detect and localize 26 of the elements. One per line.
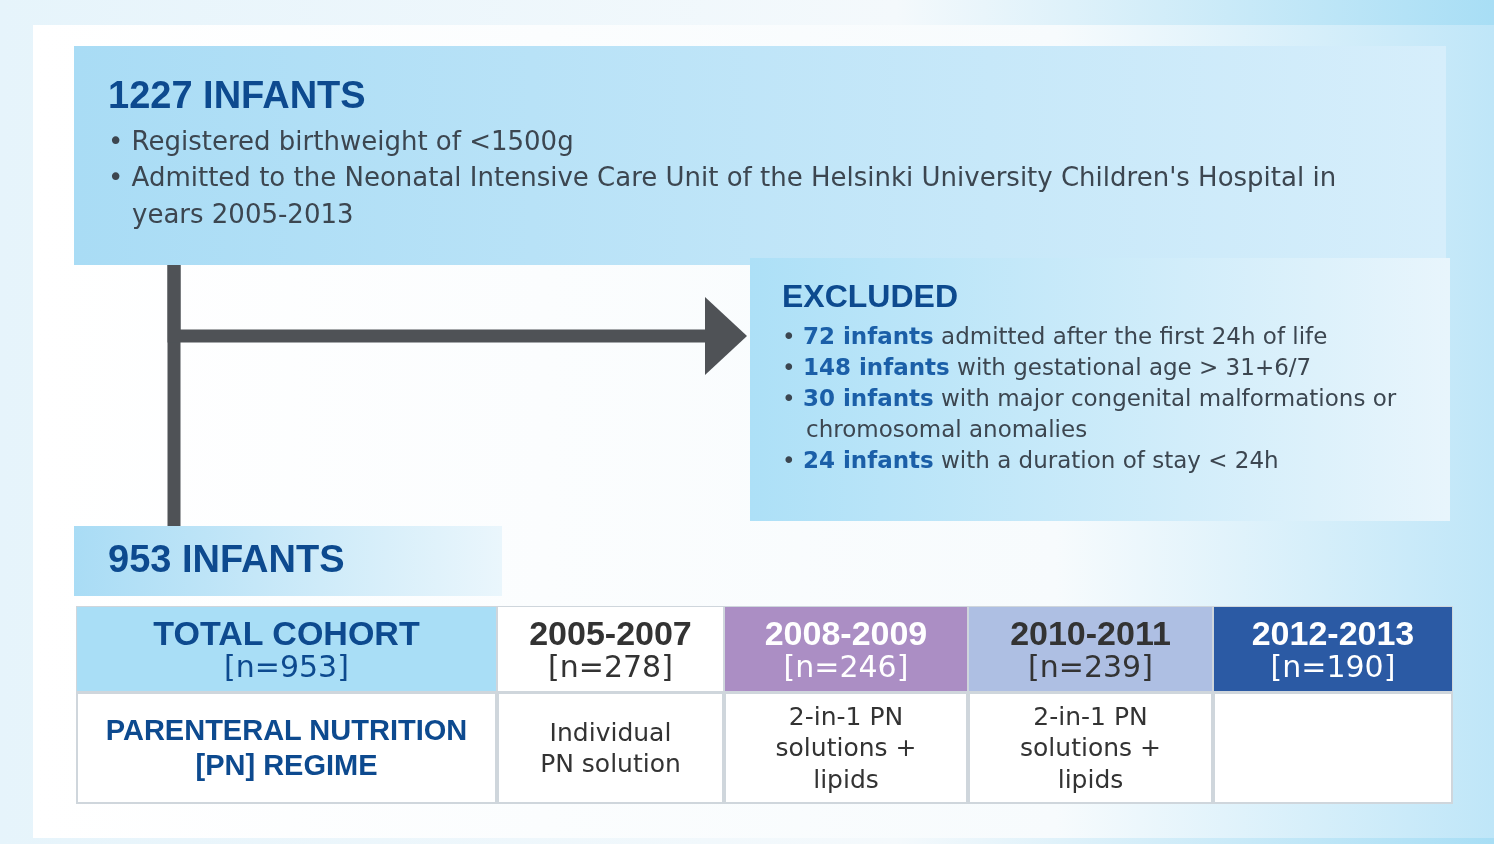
- row-heading: PARENTERAL NUTRITION [PN] REGIME: [104, 713, 469, 783]
- period-label: 2010-2011: [1010, 615, 1171, 650]
- count-label: [n=278]: [548, 649, 673, 683]
- text-panel: [750, 258, 1450, 521]
- bullet-text: • Admitted to the Neonatal Intensive Care Unit of the Helsinki University Children's Hospital in years 2005-2013: [108, 161, 1338, 231]
- arrow: [167, 265, 747, 375]
- text-panel: [74, 526, 502, 596]
- regime-text: 2-in-1 PN solutions + lipids: [1019, 701, 1162, 795]
- text-panel: [74, 46, 1446, 265]
- count-label: [n=953]: [224, 649, 349, 683]
- regime-text: 2-in-1 PN solutions + lipids: [774, 701, 918, 795]
- bullet-text: • 148 infants with gestational age > 31+6/7: [782, 353, 1313, 383]
- bullet-text: • 24 infants with a duration of stay < 24h: [782, 446, 1280, 476]
- bullet-text: • Registered birthweight of <1500g: [108, 125, 575, 158]
- panel-heading: 1227 INFANTS: [108, 74, 367, 117]
- period-label: 2012-2013: [1251, 615, 1415, 650]
- panel-heading: EXCLUDED: [782, 278, 959, 315]
- period-label: TOTAL COHORT: [153, 615, 420, 650]
- panel-heading: 953 INFANTS: [108, 538, 346, 581]
- count-label: [n=239]: [1028, 649, 1153, 683]
- count-label: [n=190]: [1270, 649, 1396, 683]
- count-label: [n=246]: [783, 649, 909, 683]
- period-label: 2005-2007: [529, 615, 692, 650]
- bullet-text: • 72 infants admitted after the first 24h of life: [782, 322, 1329, 351]
- regime-text: Individual PN solution: [539, 716, 682, 780]
- period-label: 2008-2009: [764, 615, 928, 650]
